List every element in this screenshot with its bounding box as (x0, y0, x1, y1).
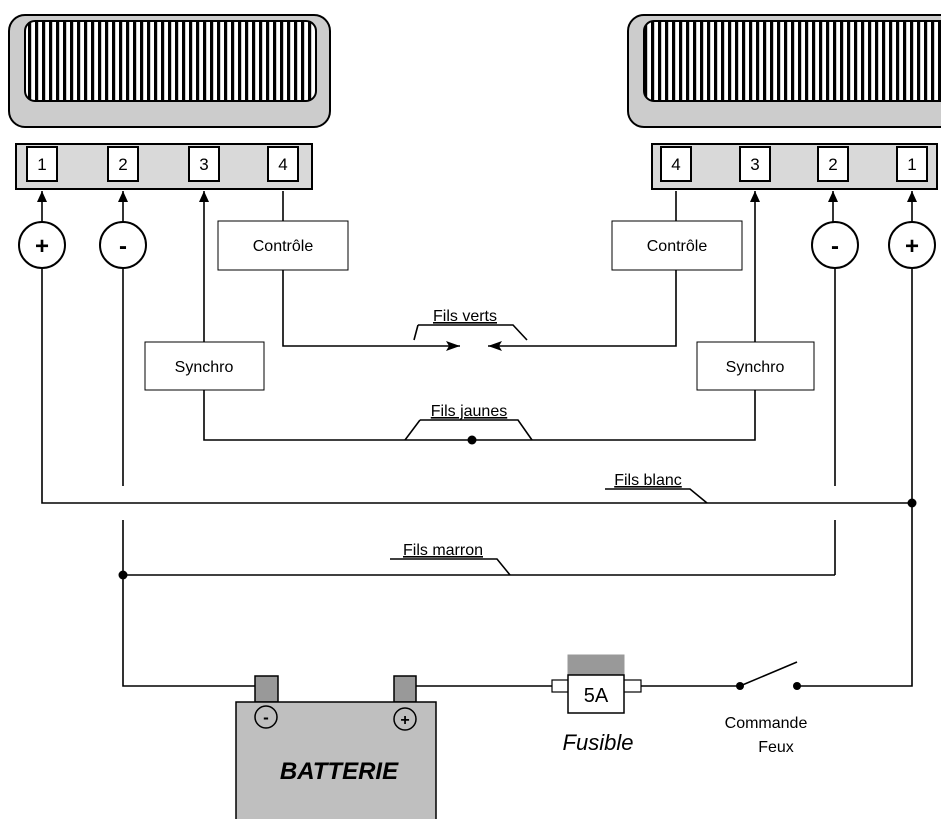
left-terminal-block: 1 2 3 4 (15, 143, 313, 190)
left-terminal-3: 3 (199, 155, 208, 174)
right-plus-symbol: + (888, 221, 936, 269)
left-controle-box: Contrôle (217, 220, 349, 271)
left-minus-symbol: - (99, 221, 147, 269)
switch: Commande Feux (725, 715, 808, 756)
right-controle-label: Contrôle (647, 238, 708, 255)
left-controle-label: Contrôle (253, 238, 314, 255)
right-controle-box: Contrôle (611, 220, 743, 271)
wire-label-jaunes: Fils jaunes (431, 403, 507, 420)
fuse: 5A Fusible (551, 654, 642, 755)
junction-dots (118, 435, 917, 690)
right-terminal-4: 4 (671, 155, 680, 174)
left-minus-label: - (119, 233, 127, 260)
right-synchro-box: Synchro (696, 341, 815, 391)
wire-label-verts: Fils verts (433, 308, 497, 325)
right-minus-label: - (831, 233, 839, 260)
switch-label-line1: Commande (725, 715, 808, 732)
right-terminal-3: 3 (750, 155, 759, 174)
left-synchro-label: Synchro (175, 359, 234, 376)
battery-neg-label: - (263, 708, 269, 727)
left-terminal-2: 2 (118, 155, 127, 174)
right-lamp (627, 14, 941, 128)
left-plus-symbol: + (18, 221, 66, 269)
wire-label-blanc: Fils blanc (614, 472, 682, 489)
fuse-value: 5A (584, 685, 609, 707)
left-lamp (8, 14, 331, 128)
left-synchro-box: Synchro (144, 341, 265, 391)
right-terminal-2: 2 (828, 155, 837, 174)
battery: - + BATTERIE (235, 675, 437, 819)
right-terminal-block: 4 3 2 1 (651, 143, 938, 190)
switch-label-line2: Feux (758, 739, 794, 756)
right-minus-symbol: - (811, 221, 859, 269)
left-terminal-1: 1 (37, 155, 46, 174)
left-terminal-4: 4 (278, 155, 287, 174)
right-synchro-label: Synchro (726, 359, 785, 376)
arrowheads (37, 191, 917, 351)
left-plus-label: + (35, 233, 49, 260)
right-terminal-1: 1 (907, 155, 916, 174)
battery-pos-label: + (400, 712, 409, 729)
wire-label-marron: Fils marron (403, 542, 483, 559)
right-plus-label: + (905, 233, 919, 260)
battery-label: BATTERIE (280, 758, 399, 785)
wires (41, 191, 913, 687)
fuse-label: Fusible (563, 730, 634, 755)
